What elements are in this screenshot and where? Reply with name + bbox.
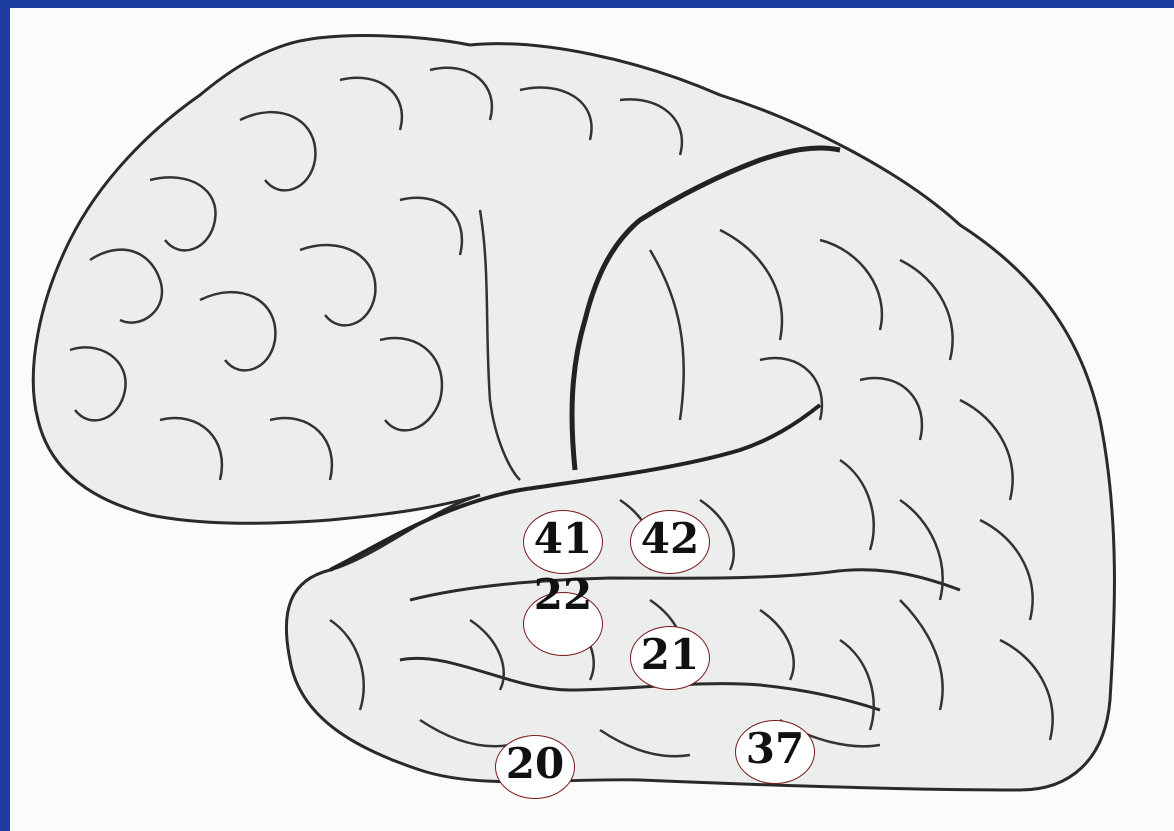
brodmann-area-21-text: 21 (631, 633, 709, 677)
brodmann-area-22-text: 22 (524, 573, 602, 617)
brodmann-area-42-label: 42 (630, 510, 710, 574)
brodmann-area-20-label: 20 (495, 735, 575, 799)
brodmann-area-41-text: 41 (524, 517, 602, 561)
brodmann-area-42-text: 42 (631, 517, 709, 561)
brodmann-area-20-text: 20 (496, 742, 574, 786)
brodmann-area-22-label: 22 (523, 592, 603, 656)
brodmann-area-37-label: 37 (735, 720, 815, 784)
brodmann-area-41-label: 41 (523, 510, 603, 574)
brodmann-area-37-text: 37 (736, 727, 814, 771)
brodmann-area-21-label: 21 (630, 626, 710, 690)
